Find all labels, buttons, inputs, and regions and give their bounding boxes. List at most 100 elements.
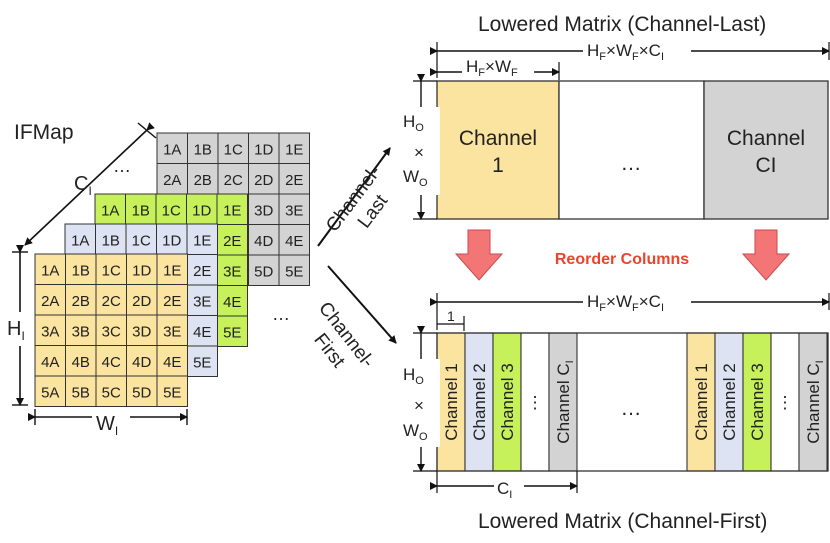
blue-layer-label: 5E (193, 354, 211, 371)
bottom-ci-label: CI (497, 479, 512, 501)
blue-layer-cell (156, 223, 188, 255)
front-layer-label: 4C (102, 354, 121, 371)
gray-layer-label: 1D (254, 141, 273, 158)
front-layer-label: 3B (72, 323, 90, 340)
blue-layer-label: 4E (193, 324, 211, 341)
green-layer-label: 2E (223, 233, 241, 250)
gray-layer-cell (278, 254, 310, 286)
top-full-width-label: HF×WF×CI (587, 41, 664, 63)
green-layer-cell (186, 193, 218, 225)
bottom-col-label-1-3: ⋮ (777, 393, 794, 412)
ifmap-hi-label: HI (7, 318, 25, 343)
top-matrix-title: Lowered Matrix (Channel-Last) (478, 13, 766, 36)
green-layer-cell (216, 193, 248, 225)
front-layer-cell (95, 375, 127, 407)
front-layer-label: 2B (72, 293, 90, 310)
blue-layer-label: 1B (102, 232, 120, 249)
ci-tick (137, 122, 157, 139)
ifmap-tensor: 1A 1B 1C 1D 1E 2A 2B 2C 2D 2E 3D 3E 4D 4E 5D 5E 1A 1B 1C 1D… (34, 132, 310, 407)
front-layer-label: 5E (163, 384, 181, 401)
gray-layer-label: 5E (285, 263, 303, 280)
front-layer-label: 4E (163, 354, 181, 371)
green-layer-label: 4E (223, 294, 241, 311)
blue-layer-label: 2E (193, 263, 211, 280)
front-layer-label: 3C (102, 323, 121, 340)
top-blockci-line2: CI (756, 154, 777, 177)
blue-layer-label: 1D (162, 232, 181, 249)
top-block1-line1: Channel (459, 127, 537, 150)
front-layer-label: 3E (163, 323, 181, 340)
gray-layer-label: 1E (285, 141, 303, 158)
top-block1-line2: 1 (492, 154, 504, 177)
green-layer-label: 3E (223, 263, 241, 280)
front-layer-label: 1B (72, 262, 90, 279)
gray-layer-label: 1C (224, 141, 243, 158)
front-layer-label: 5B (72, 384, 90, 401)
green-layer-label: 1D (192, 202, 211, 219)
top-block-middle (558, 80, 705, 220)
gray-layer-cell (187, 163, 219, 195)
front-layer-label: 4A (41, 354, 59, 371)
channel-last-label: Channel-Last (322, 162, 404, 250)
channel-first-label: Channel-First (296, 298, 378, 386)
bottom-col-label-0-3: ⋮ (527, 393, 544, 412)
front-layer-label: 1E (163, 262, 181, 279)
front-layer-label: 5C (102, 384, 121, 401)
blue-layer-label: 1A (71, 232, 89, 249)
ifmap-channel-ellipsis: … (272, 304, 290, 324)
bottom-col-label-0-0: Channel 1 (442, 363, 461, 441)
front-layer-cell (34, 314, 66, 346)
ifmap-ci-ellipsis: … (113, 156, 131, 176)
front-layer-cell (126, 314, 158, 346)
gray-layer-cell (278, 163, 310, 195)
reorder-arrow-right (741, 229, 791, 281)
front-layer-label: 2A (41, 293, 59, 310)
green-layer-cell (155, 193, 187, 225)
front-layer-cell (34, 253, 66, 285)
bottom-one-label: 1 (447, 308, 455, 324)
bottom-col-1-0 (686, 332, 716, 472)
front-layer-cell (156, 253, 188, 285)
bottom-matrix-columns: Channel 1 Channel 2 Channel 3 ⋮ Channel CI Ch… (436, 332, 828, 472)
top-block-channel-ci (703, 80, 829, 220)
gray-layer-label: 3E (285, 202, 303, 219)
front-layer-label: 4D (132, 354, 151, 371)
green-layer-label: 1B (132, 202, 150, 219)
gray-layer-label: 2D (254, 172, 273, 189)
green-layer-label: 1E (223, 202, 241, 219)
front-layer-label: 1D (132, 262, 151, 279)
reorder-arrow-left (454, 229, 504, 281)
front-layer-label: 4B (72, 354, 90, 371)
gray-layer-label: 3D (254, 202, 273, 219)
front-layer-cell (126, 375, 158, 407)
bottom-col-0-3 (520, 332, 550, 472)
green-layer-label: 1C (162, 202, 181, 219)
front-layer-cell (156, 284, 188, 316)
green-layer-label: 1A (101, 202, 119, 219)
front-layer-label: 1A (41, 262, 59, 279)
front-layer-cell (156, 375, 188, 407)
front-layer-label: 5A (41, 384, 59, 401)
top-height-times: × (414, 143, 424, 162)
bottom-col-label-1-2: Channel 3 (748, 363, 767, 441)
gray-layer-label: 2E (285, 172, 303, 189)
bottom-height-times: × (414, 396, 424, 415)
bottom-matrix-title: Lowered Matrix (Channel-First) (478, 510, 767, 533)
bottom-col-label-0-2: Channel 3 (498, 363, 517, 441)
front-layer-label: 3D (132, 323, 151, 340)
gray-layer-label: 4E (285, 233, 303, 250)
blue-layer-cell (186, 345, 218, 377)
blue-layer-cell (186, 223, 218, 255)
gray-layer-label: 1B (194, 141, 212, 158)
front-layer-label: 2E (163, 293, 181, 310)
gray-layer-label: 2C (224, 172, 243, 189)
reorder-columns-label: Reorder Columns (555, 251, 689, 268)
front-layer-label: 5D (132, 384, 151, 401)
bottom-col-label-1-1: Channel 2 (720, 363, 739, 441)
bottom-col-label-1-4: Channel CI (804, 360, 826, 443)
front-layer-label: 2D (132, 293, 151, 310)
front-layer-cell (95, 314, 127, 346)
front-layer-cell (95, 345, 127, 377)
